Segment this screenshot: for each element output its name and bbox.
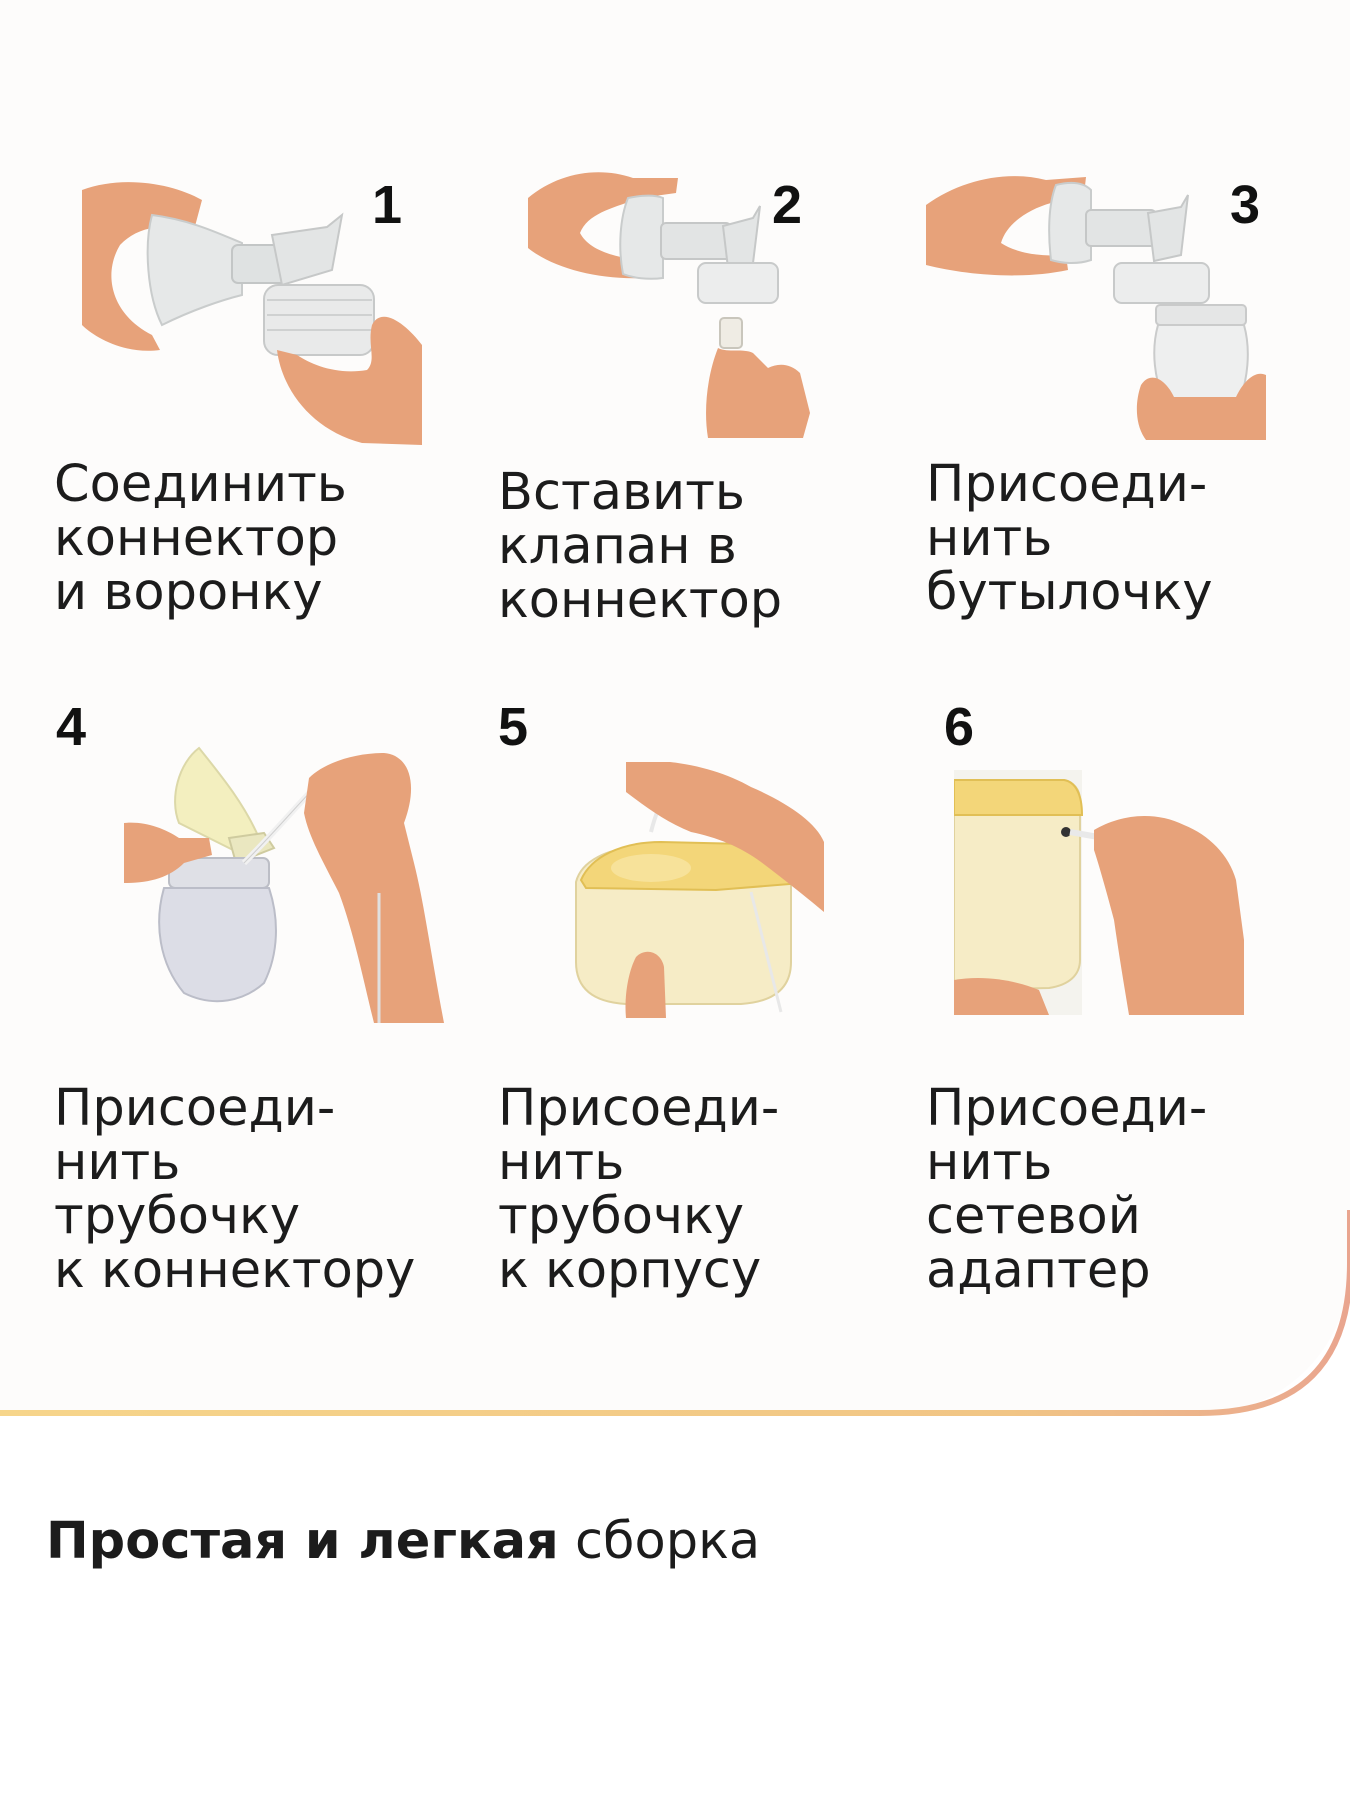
step-number: 4 [56, 697, 87, 757]
step-caption: Присоеди- нить сетевой адаптер [926, 1079, 1208, 1300]
hands-funnel-connector-image [82, 182, 422, 445]
step-3-photo [926, 165, 1266, 440]
step-number: 1 [372, 175, 403, 235]
step-number: 3 [1230, 175, 1261, 235]
hand-power-adapter-image [954, 770, 1244, 1015]
step-caption: Присоеди- нить трубочку к корпусу [498, 1079, 780, 1300]
step-1-photo [82, 175, 422, 445]
step-caption: Присоеди- нить трубочку к коннектору [54, 1079, 416, 1300]
step-caption: Вставить клапан в коннектор [498, 463, 783, 630]
assembly-tagline: Простая и легкая сборка [46, 1512, 760, 1572]
step-number: 5 [498, 697, 529, 757]
step-6-photo [954, 770, 1244, 1015]
step-4-photo [124, 743, 456, 1023]
step-caption: Присоеди- нить бутылочку [926, 455, 1213, 622]
step-number: 6 [944, 697, 975, 757]
tagline-regular: сборка [558, 1512, 761, 1571]
hands-bottle-image [926, 176, 1266, 440]
step-number: 2 [772, 175, 803, 235]
hands-tube-connector-image [124, 746, 444, 1023]
hands-valve-image [528, 172, 810, 438]
step-5-photo [566, 762, 824, 1018]
step-caption: Соединить коннектор и воронку [54, 455, 347, 622]
hands-pump-body-image [575, 762, 824, 1018]
tagline-bold: Простая и легкая [46, 1512, 559, 1571]
step-2-photo [528, 168, 828, 438]
